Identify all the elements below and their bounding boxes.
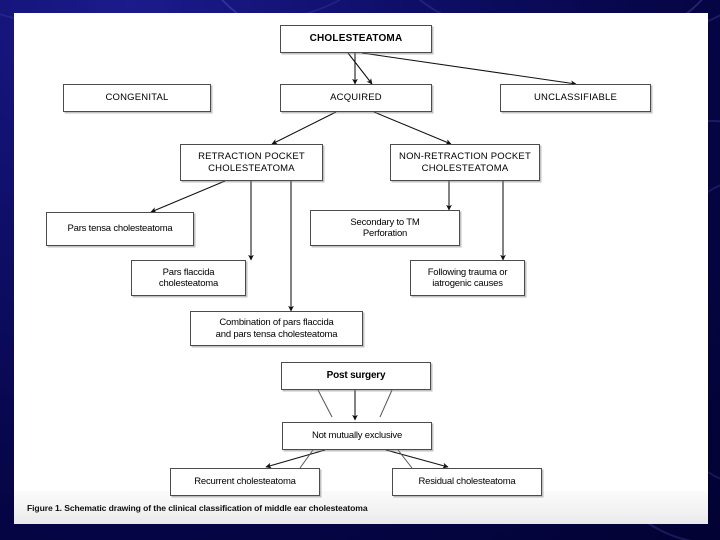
edge-decorative-stem	[317, 389, 333, 418]
node-non-retraction-pocket-cholesteatoma[interactable]: NON-RETRACTION POCKET CHOLESTEATOMA	[390, 144, 540, 181]
node-label: CHOLESTEATOMA	[309, 33, 403, 45]
node-post-surgery[interactable]: Post surgery	[281, 362, 431, 390]
node-label: UNCLASSIFIABLE	[533, 92, 618, 104]
edge-notmutual-recurrent	[265, 449, 326, 469]
node-pars-flaccida-cholesteatoma[interactable]: Pars flaccida cholesteatoma	[131, 260, 246, 296]
node-label: ACQUIRED	[330, 92, 382, 104]
node-recurrent-cholesteatoma[interactable]: Recurrent cholesteatoma	[170, 468, 320, 496]
figure-canvas: CHOLESTEATOMA CONGENITAL ACQUIRED UNCLAS…	[14, 13, 708, 524]
node-label: RETRACTION POCKET CHOLESTEATOMA	[198, 151, 305, 174]
flowchart-diagram: CHOLESTEATOMA CONGENITAL ACQUIRED UNCLAS…	[14, 13, 708, 496]
node-acquired[interactable]: ACQUIRED	[280, 84, 432, 112]
node-congenital[interactable]: CONGENITAL	[63, 84, 211, 112]
edge-decorative-stem	[397, 449, 413, 469]
node-cholesteatoma[interactable]: CHOLESTEATOMA	[280, 25, 432, 53]
node-combination-pars-flaccida-and-pars-tensa[interactable]: Combination of pars flaccida and pars te…	[190, 311, 363, 346]
edge-acquired-retraction	[271, 111, 337, 145]
edge-cholesteatoma-unclassifiable	[361, 52, 577, 87]
edge-notmutual-residual	[385, 449, 449, 469]
node-label: Following trauma or iatrogenic causes	[427, 266, 508, 289]
edge-cholesteatoma-congenital	[347, 52, 373, 85]
node-label: Pars flaccida cholesteatoma	[158, 266, 219, 289]
node-retraction-pocket-cholesteatoma[interactable]: RETRACTION POCKET CHOLESTEATOMA	[180, 144, 323, 181]
node-label: Pars tensa cholesteatoma	[67, 223, 173, 235]
node-label: Recurrent cholesteatoma	[194, 476, 296, 488]
node-label: Not mutually exclusive	[311, 430, 403, 442]
node-label: Post surgery	[326, 370, 386, 382]
node-not-mutually-exclusive[interactable]: Not mutually exclusive	[282, 422, 432, 450]
node-label: Secondary to TM Perforation	[350, 216, 420, 239]
node-residual-cholesteatoma[interactable]: Residual cholesteatoma	[392, 468, 542, 496]
node-label: Combination of pars flaccida and pars te…	[215, 317, 338, 340]
node-label: Residual cholesteatoma	[418, 476, 516, 488]
figure-caption-bar: Figure 1. Schematic drawing of the clini…	[14, 491, 708, 524]
edge-decorative-stem	[379, 389, 393, 418]
figure-caption: Figure 1. Schematic drawing of the clini…	[27, 502, 368, 513]
edge-acquired-nonretraction	[373, 111, 452, 145]
node-label: CONGENITAL	[105, 92, 169, 104]
node-following-trauma-or-iatrogenic-causes[interactable]: Following trauma or iatrogenic causes	[410, 260, 525, 296]
edge-decorative-stem	[299, 449, 314, 469]
node-unclassifiable[interactable]: UNCLASSIFIABLE	[500, 84, 651, 112]
edge-retraction-parstensa	[150, 180, 226, 213]
node-pars-tensa-cholesteatoma[interactable]: Pars tensa cholesteatoma	[46, 212, 194, 246]
node-label: NON-RETRACTION POCKET CHOLESTEATOMA	[399, 151, 531, 174]
node-secondary-to-tm-perforation[interactable]: Secondary to TM Perforation	[310, 210, 460, 246]
